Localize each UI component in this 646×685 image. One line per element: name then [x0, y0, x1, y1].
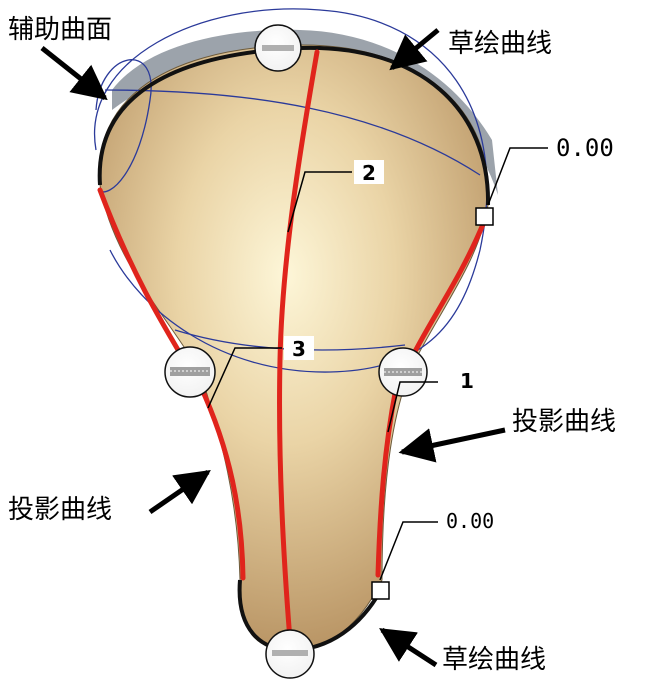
label-sketch-curve-bottom: 草绘曲线 [442, 645, 546, 675]
projected-curves [97, 49, 487, 643]
arrow-projected-left [148, 469, 211, 515]
projected-curve-left-lower [197, 382, 246, 581]
tag-3: 3 [292, 337, 306, 361]
tag-2: 2 [362, 161, 376, 185]
projected-curve-right-lower [375, 385, 399, 578]
label-aux-surface: 辅助曲面 [8, 15, 112, 45]
control-sphere-top[interactable] [254, 24, 302, 72]
aux-small-circle [95, 59, 152, 193]
dim-leader-top [487, 147, 548, 206]
label-projected-curve-right: 投影曲线 [512, 407, 616, 437]
label-sketch-curve-top: 草绘曲线 [448, 29, 552, 59]
dim-value-top: 0.00 [556, 134, 614, 162]
control-sphere-left[interactable] [164, 346, 216, 398]
dim-value-bottom: 0.00 [446, 509, 494, 533]
control-sphere-right[interactable] [378, 347, 428, 397]
tangent-handle-top[interactable] [475, 207, 494, 226]
tag-leader-1 [387, 381, 438, 433]
tangent-handle-bottom[interactable] [371, 581, 390, 600]
arrow-sketch-bottom [379, 627, 438, 668]
label-projected-curve-left: 投影曲线 [8, 495, 112, 525]
tag-box-2 [354, 160, 384, 184]
tag-box-3 [284, 336, 314, 360]
arrow-aux-surface [40, 46, 108, 101]
tag-1: 1 [460, 369, 474, 393]
tag-leader-3 [207, 347, 282, 409]
projected-curve-right-upper [405, 219, 487, 368]
tag-leader-2 [287, 171, 352, 233]
projected-curve-center [276, 49, 320, 643]
callout-arrows [40, 28, 506, 668]
arrow-sketch-top [389, 28, 440, 71]
dim-leader-bottom [379, 521, 438, 581]
arrow-projected-right [398, 427, 506, 463]
control-sphere-bottom[interactable] [265, 629, 315, 679]
